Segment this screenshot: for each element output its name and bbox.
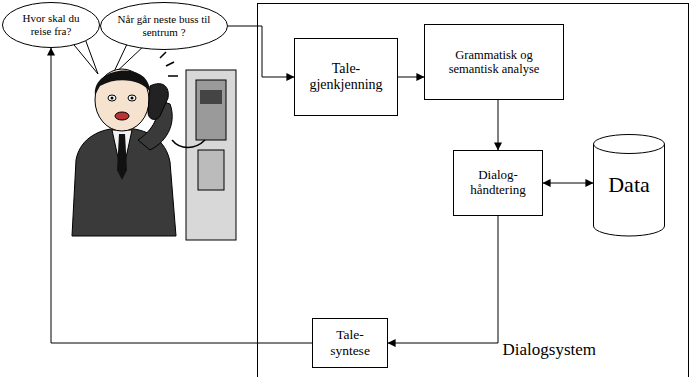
pupil: [131, 97, 134, 100]
phone-receiver: [148, 84, 168, 120]
phone-panel: [196, 80, 226, 140]
flow-arrow: [51, 48, 312, 343]
flow-arrow: [398, 77, 424, 78]
node-label: Grammatisk og semantisk analyse: [432, 48, 557, 77]
node-label: Tale- gjenkjenning: [301, 61, 391, 93]
node-label: Data: [608, 172, 650, 197]
process-box: Tale- syntese: [312, 318, 388, 368]
system-boundary: Dialogsystem Tale- gjenkjenning Grammatisk…: [257, 3, 689, 377]
bubble-ellipse: [3, 3, 100, 48]
eye: [128, 95, 136, 101]
suit: [72, 128, 176, 236]
node-label: Dialog- håndtering: [461, 168, 536, 198]
process-box: Dialog- håndtering: [453, 150, 543, 216]
speech-bubble: Når går neste buss til sentrum ?: [100, 2, 228, 50]
process-box: Grammatisk og semantisk analyse: [424, 24, 564, 100]
system-label: Dialogsystem: [503, 340, 597, 360]
cylinder-top: [594, 135, 665, 154]
flow-arrow: [498, 100, 499, 150]
flow-arrow: [228, 26, 294, 77]
speech-bubble: Hvor skal du reise fra?: [2, 2, 100, 48]
node-label: Hvor skal du reise fra?: [15, 12, 87, 37]
pupil: [111, 97, 114, 100]
database-cylinder: Data: [593, 134, 665, 236]
head: [95, 69, 149, 131]
flow-arrow: [543, 183, 593, 184]
ring-marks: [160, 52, 178, 76]
phone-booth: [186, 70, 236, 240]
tie: [117, 134, 127, 180]
cylinder-body: [594, 144, 665, 236]
bubble-ellipse: [101, 3, 228, 50]
phone-box: [198, 150, 224, 190]
phone-keypad: [200, 90, 222, 104]
flow-arrow: [388, 216, 498, 343]
process-box: Tale- gjenkjenning: [294, 38, 398, 116]
phone-cord: [172, 140, 205, 148]
hair: [95, 71, 150, 95]
node-label: Når går neste buss til sentrum ?: [116, 13, 212, 38]
node-label: Tale- syntese: [320, 327, 380, 358]
eye: [108, 95, 116, 101]
mouth: [115, 112, 129, 120]
